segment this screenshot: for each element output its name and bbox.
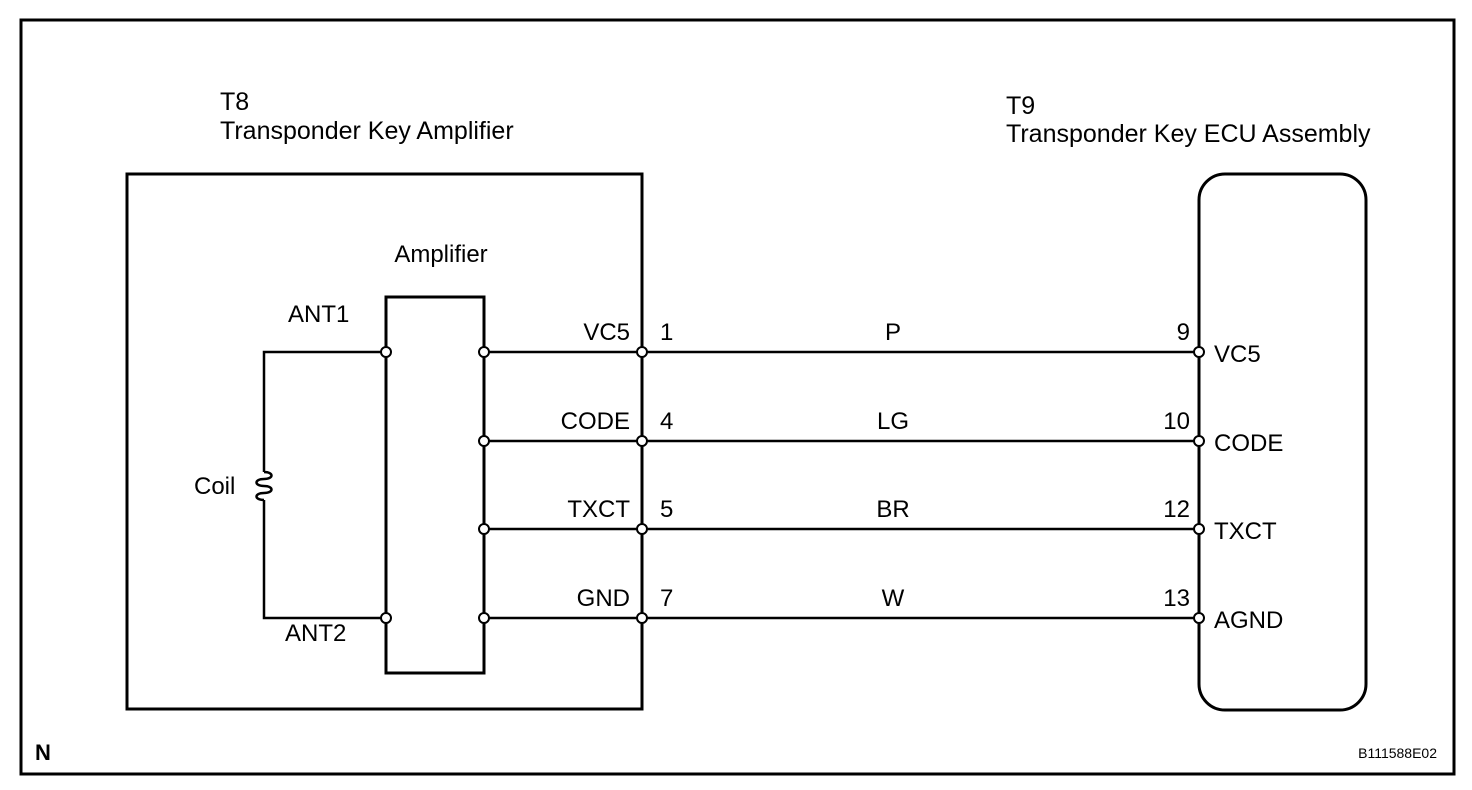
amp-terminal-label: TXCT xyxy=(567,496,630,523)
amp-terminal-label: VC5 xyxy=(583,319,630,346)
outer-frame xyxy=(19,18,1456,776)
amp-terminal-label: GND xyxy=(577,585,630,612)
t9-pin-number: 12 xyxy=(1163,496,1190,523)
wire-color-label: W xyxy=(882,585,905,612)
t8-name: Transponder Key Amplifier xyxy=(220,117,514,145)
t8-pin-number: 7 xyxy=(660,585,673,612)
amp-terminal-label: CODE xyxy=(561,408,630,435)
coil-icon xyxy=(255,470,273,502)
t8-connector-pin xyxy=(636,523,648,535)
ecu-terminal-label: TXCT xyxy=(1214,518,1277,545)
t9-connector-pin xyxy=(1193,523,1205,535)
ecu-terminal-label: CODE xyxy=(1214,430,1283,457)
amp-output-pin xyxy=(478,612,490,624)
amp-output-pin xyxy=(478,346,490,358)
amp-output-pin xyxy=(478,435,490,447)
ant2-label: ANT2 xyxy=(285,620,346,647)
amplifier-label: Amplifier xyxy=(394,241,487,268)
t9-pin-number: 13 xyxy=(1163,585,1190,612)
t9-pin-number: 10 xyxy=(1163,408,1190,435)
corner-mark: N xyxy=(35,740,51,765)
t9-connector-pin xyxy=(1193,612,1205,624)
t8-pin-number: 4 xyxy=(660,408,673,435)
coil-wire-bottom xyxy=(262,500,386,620)
t8-pin-number: 5 xyxy=(660,496,673,523)
t8-id: T8 xyxy=(220,88,249,116)
t9-connector-pin xyxy=(1193,346,1205,358)
wire-color-label: P xyxy=(885,319,901,346)
coil-wire-top xyxy=(262,350,386,472)
figure-code: B111588E02 xyxy=(1358,745,1437,761)
t9-pin-number: 9 xyxy=(1177,319,1190,346)
t8-pin-number: 1 xyxy=(660,319,673,346)
amp-output-pin xyxy=(478,523,490,535)
t8-connector-pin xyxy=(636,346,648,358)
ecu-terminal-label: VC5 xyxy=(1214,341,1261,368)
amplifier-block xyxy=(384,295,486,675)
coil-label: Coil xyxy=(194,473,235,500)
amp-ant2-pin xyxy=(380,612,392,624)
t8-connector-pin xyxy=(636,612,648,624)
wire-color-label: LG xyxy=(877,408,909,435)
t9-name: Transponder Key ECU Assembly xyxy=(1006,120,1371,148)
t9-connector-pin xyxy=(1193,435,1205,447)
ecu-terminal-label: AGND xyxy=(1214,607,1283,634)
t8-connector-pin xyxy=(636,435,648,447)
t9-id: T9 xyxy=(1006,92,1035,120)
ant1-label: ANT1 xyxy=(288,301,349,328)
wire-color-label: BR xyxy=(876,496,909,523)
amp-ant1-pin xyxy=(380,346,392,358)
